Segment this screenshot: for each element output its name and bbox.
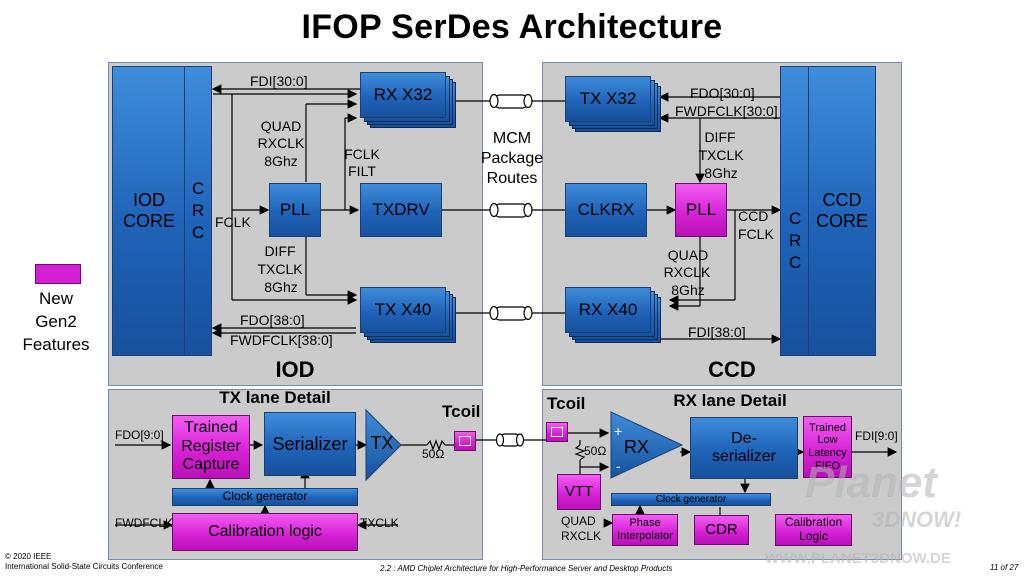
tcoil-right-label: Tcoil: [547, 394, 586, 413]
iod-fclk-filt-label-1: FCLK: [344, 146, 380, 162]
ccd-fdo-label: FDO[30:0]: [690, 85, 755, 101]
rx-deserializer-block: De-serializer: [690, 417, 798, 479]
rx-plus-label: +: [614, 423, 623, 439]
tx-trained-register-capture-block: Trained Register Capture: [172, 415, 250, 479]
rx-rxclk-label: RXCLK: [561, 529, 602, 543]
iod-txclk-label: TXCLK: [257, 261, 303, 277]
watermark-url: WWW.PLANET3DNOW.DE: [765, 550, 951, 567]
tx-detail-title: TX lane Detail: [219, 388, 331, 407]
footer-paper-title: 2.2 : AMD Chiplet Architecture for High-…: [380, 564, 673, 573]
tx-res-label: 50Ω: [422, 447, 445, 461]
rx-phase-interpolator-block: Phase Interpolator: [612, 514, 678, 546]
mcm-label-3: Routes: [486, 170, 538, 187]
ccd-rx40-block: RX X40: [565, 287, 651, 333]
legend-swatch: [35, 264, 81, 284]
rx-trained-fifo-block: Trained Low Latency FIFO: [803, 416, 852, 478]
tx-clock-generator-block: Clock generator: [172, 488, 358, 506]
footer-page-number: 11 of 27: [990, 563, 1019, 572]
ccd-crc-block: CRC: [780, 66, 810, 356]
ccd-fdi-label: FDI[38:0]: [688, 324, 746, 340]
rx-res-label: 50Ω: [584, 444, 607, 458]
iod-tx40-stack: TX X40: [360, 287, 456, 343]
iod-8ghz-label-2: 8Ghz: [264, 279, 298, 295]
legend-text-new: New: [38, 289, 73, 308]
ccd-fclk-label: FCLK: [738, 226, 774, 242]
rx-clock-generator-block: Clock generator: [611, 493, 771, 506]
tx-driver-label: TX: [370, 433, 394, 453]
ccd-8ghz-label-2: 8Ghz: [671, 282, 705, 298]
ccd-pll-block: PLL: [675, 183, 727, 237]
ccd-ccd-label: CCD: [738, 208, 769, 224]
iod-core-block: IOD CORE: [112, 66, 186, 356]
tcoil-left-icon: [454, 431, 476, 451]
tx-serializer-block: Serializer: [264, 412, 356, 476]
iod-rx32-block: RX X32: [360, 72, 446, 118]
watermark-sub: 3DNOW!: [872, 507, 962, 532]
mcm-label-2: Package: [480, 150, 544, 167]
ccd-rxclk-label: RXCLK: [663, 264, 711, 280]
rx-calibration-logic-block: Calibration Logic: [775, 514, 852, 546]
ccd-diff-label: DIFF: [704, 129, 736, 145]
ccd-section-label: CCD: [708, 357, 756, 382]
tx-fdo-label: FDO[9:0]: [115, 428, 164, 442]
tx-txclk-label: TXCLK: [360, 516, 399, 530]
rx-quad-label: QUAD: [561, 514, 596, 528]
legend-text-gen2: Gen2: [35, 312, 77, 331]
ccd-core-block: CCD CORE: [808, 66, 876, 356]
slide-title: IFOP SerDes Architecture: [301, 8, 723, 46]
ccd-tx32-block: TX X32: [565, 76, 651, 122]
iod-pll-block: PLL: [269, 183, 321, 237]
iod-fclk-filt-label-2: FILT: [348, 163, 376, 179]
iod-txdrv-block: TXDRV: [360, 183, 442, 237]
rx-cdr-block: CDR: [694, 515, 749, 545]
ccd-clkrx-block: CLKRX: [565, 183, 647, 237]
iod-quad-label: QUAD: [260, 118, 302, 134]
watermark-brand: Planet: [805, 458, 938, 507]
ccd-fwdfclk-label: FWDFCLK[30:0]: [675, 103, 778, 119]
iod-rxclk-label: RXCLK: [257, 135, 305, 151]
ccd-txclk-label: TXCLK: [698, 147, 744, 163]
rx-amp-label: RX: [624, 437, 650, 457]
rx-minus-label: -: [616, 458, 621, 474]
rx-vtt-block: VTT: [557, 474, 601, 510]
ccd-8ghz-label-1: 8Ghz: [704, 165, 738, 181]
tcoil-right-icon: [546, 422, 568, 442]
iod-8ghz-label-1: 8Ghz: [264, 153, 298, 169]
iod-fdi-label: FDI[30:0]: [250, 73, 308, 89]
tx-fwdfclk-label: FWDFCLK: [115, 516, 173, 530]
ccd-quad-label: QUAD: [667, 247, 709, 263]
iod-fclk-label: FCLK: [215, 214, 251, 230]
iod-section-label: IOD: [275, 357, 315, 382]
iod-diff-label: DIFF: [264, 243, 296, 259]
iod-fdo-label: FDO[38:0]: [240, 312, 305, 328]
iod-tx40-block: TX X40: [360, 287, 446, 333]
rx-detail-title: RX lane Detail: [673, 391, 787, 410]
iod-rx32-stack: RX X32: [360, 72, 456, 128]
iod-fwdfclk-label: FWDFCLK[38:0]: [230, 332, 333, 348]
rx-fdi-label: FDI[9:0]: [855, 429, 898, 443]
ccd-rx40-stack: RX X40: [565, 287, 661, 343]
tx-calibration-logic-block: Calibration logic: [172, 513, 358, 551]
ccd-tx32-stack: TX X32: [565, 76, 661, 132]
mcm-label-1: MCM: [492, 130, 532, 147]
iod-crc-block: CRC: [184, 66, 212, 356]
footer-copyright: © 2020 IEEE International Solid-State Ci…: [5, 552, 163, 571]
legend-text-features: Features: [22, 335, 90, 354]
tcoil-left-label: Tcoil: [442, 402, 481, 421]
